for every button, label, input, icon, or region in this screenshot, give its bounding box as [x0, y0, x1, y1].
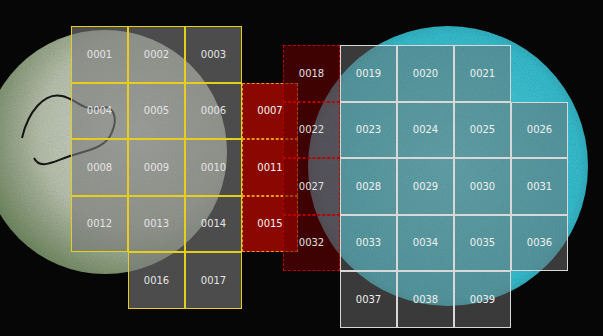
tile-number: 0022	[299, 124, 324, 135]
excluded-tile: 0027	[283, 158, 340, 215]
tile-number: 0038	[413, 294, 438, 305]
right-sample-texture	[306, 24, 590, 308]
tile-number: 0024	[413, 124, 438, 135]
tile-number: 0027	[299, 181, 324, 192]
tile-number: 0007	[257, 105, 282, 116]
scan-tile: 0004	[71, 83, 128, 140]
scan-tile: 0023	[340, 102, 397, 159]
scan-tile: 0031	[511, 158, 568, 215]
tile-number: 0003	[201, 49, 226, 60]
tile-number: 0011	[257, 162, 282, 173]
scan-tile: 0013	[128, 196, 185, 253]
excluded-tile: 0022	[283, 102, 340, 159]
scan-tile: 0001	[71, 26, 128, 83]
tile-number: 0005	[144, 105, 169, 116]
scan-tile: 0021	[454, 45, 511, 102]
tile-number: 0009	[144, 162, 169, 173]
tile-number: 0036	[527, 237, 552, 248]
scan-tile: 0028	[340, 158, 397, 215]
scan-tile: 0006	[185, 83, 242, 140]
scan-tile: 0036	[511, 215, 568, 272]
excluded-tile: 0032	[283, 215, 340, 272]
tile-number: 0037	[356, 294, 381, 305]
tile-number: 0035	[470, 237, 495, 248]
tile-number: 0018	[299, 68, 324, 79]
tile-number: 0032	[299, 237, 324, 248]
scan-tile: 0037	[340, 271, 397, 328]
tile-number: 0012	[87, 218, 112, 229]
tile-number: 0001	[87, 49, 112, 60]
tile-number: 0020	[413, 68, 438, 79]
tile-number: 0039	[470, 294, 495, 305]
tile-number: 0026	[527, 124, 552, 135]
scan-tile: 0005	[128, 83, 185, 140]
scan-tile: 0010	[185, 139, 242, 196]
tile-number: 0023	[356, 124, 381, 135]
tile-number: 0015	[257, 218, 282, 229]
scan-tile: 0020	[397, 45, 454, 102]
scan-tile: 0038	[397, 271, 454, 328]
scan-tile: 0025	[454, 102, 511, 159]
tile-number: 0017	[201, 275, 226, 286]
tile-number: 0006	[201, 105, 226, 116]
scan-tile: 0002	[128, 26, 185, 83]
tile-number: 0025	[470, 124, 495, 135]
scan-tile: 0029	[397, 158, 454, 215]
tile-number: 0029	[413, 181, 438, 192]
scan-tile: 0012	[71, 196, 128, 253]
tile-number: 0033	[356, 237, 381, 248]
scan-tile: 0003	[185, 26, 242, 83]
scan-tile: 0039	[454, 271, 511, 328]
scan-tile: 0026	[511, 102, 568, 159]
tile-number: 0019	[356, 68, 381, 79]
scan-tile: 0014	[185, 196, 242, 253]
tile-number: 0002	[144, 49, 169, 60]
scan-tile: 0017	[185, 252, 242, 309]
tile-number: 0030	[470, 181, 495, 192]
scan-tile: 0024	[397, 102, 454, 159]
tile-number: 0004	[87, 105, 112, 116]
scan-tile: 0019	[340, 45, 397, 102]
scan-tile: 0030	[454, 158, 511, 215]
tile-number: 0021	[470, 68, 495, 79]
excluded-tile: 0018	[283, 45, 340, 102]
scan-tile: 0035	[454, 215, 511, 272]
tile-number: 0031	[527, 181, 552, 192]
tile-number: 0010	[201, 162, 226, 173]
tile-number: 0016	[144, 275, 169, 286]
tile-number: 0014	[201, 218, 226, 229]
scan-tile: 0008	[71, 139, 128, 196]
scan-tile: 0033	[340, 215, 397, 272]
scan-tile: 0016	[128, 252, 185, 309]
scan-tile: 0034	[397, 215, 454, 272]
tile-number: 0008	[87, 162, 112, 173]
tile-number: 0034	[413, 237, 438, 248]
tile-number: 0028	[356, 181, 381, 192]
scan-tile: 0009	[128, 139, 185, 196]
tile-number: 0013	[144, 218, 169, 229]
